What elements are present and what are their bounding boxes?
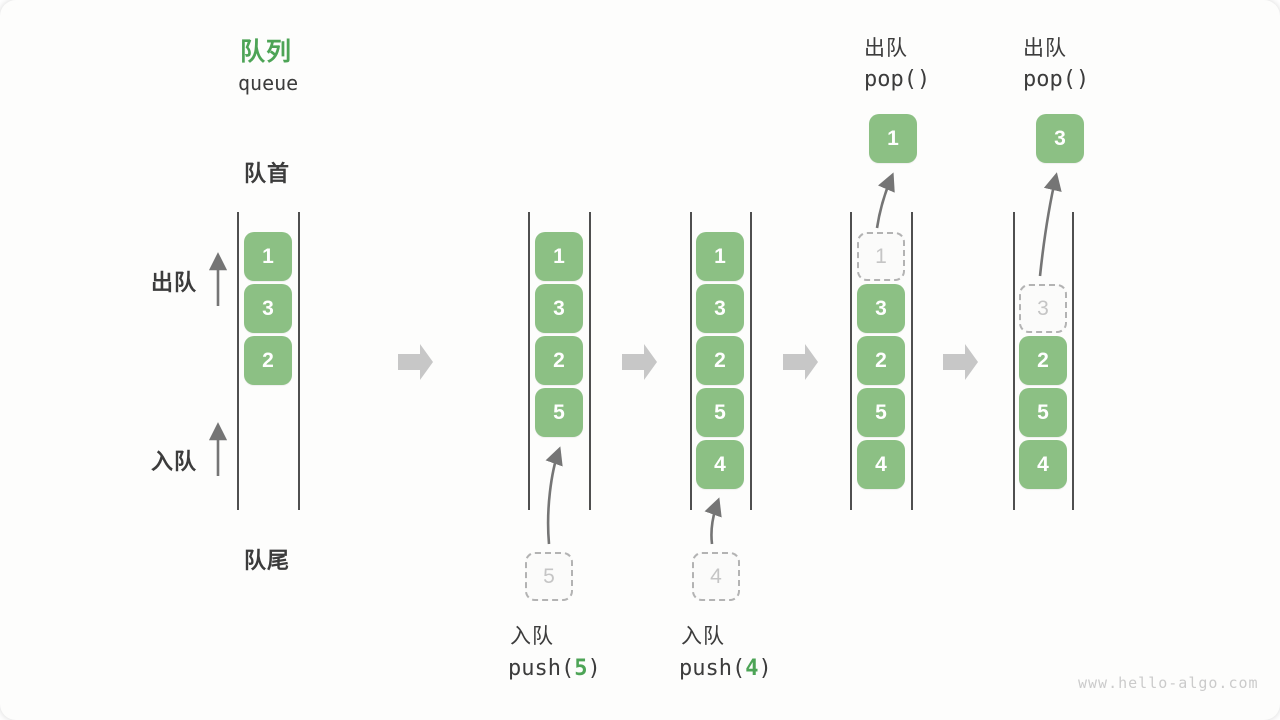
queue-cell: 3 <box>857 284 905 333</box>
queue-cell: 4 <box>1019 440 1067 489</box>
queue-wall-line <box>528 212 530 510</box>
enqueue-op-label: 入队 <box>510 625 554 648</box>
queue-cell-ghost: 3 <box>1019 284 1067 333</box>
queue-cell: 2 <box>535 336 583 385</box>
code-text: ) <box>758 656 772 681</box>
queue-wall-line <box>237 212 239 510</box>
code-text: push( <box>679 656 746 681</box>
queue-wall-line <box>850 212 852 510</box>
pop1-code-label: pop() <box>864 67 931 92</box>
queue-cell: 5 <box>696 388 744 437</box>
code-arg: 5 <box>574 656 588 681</box>
queue-wall-line <box>1072 212 1074 510</box>
queue-cell: 4 <box>857 440 905 489</box>
incoming-cell: 4 <box>692 552 740 601</box>
push4-code-label: push(4) <box>679 656 772 681</box>
dequeue-op-label: 出队 <box>864 37 908 60</box>
queue-cell: 2 <box>857 336 905 385</box>
queue-rear-label: 队尾 <box>244 548 291 573</box>
page-title: 队列 <box>240 38 293 66</box>
push5-arrow-icon <box>545 446 563 545</box>
queue-cell: 3 <box>696 284 744 333</box>
queue-wall-line <box>750 212 752 510</box>
enqueue-op-label: 入队 <box>681 625 725 648</box>
dequeue-side-label: 出队 <box>151 270 198 295</box>
page-subtitle: queue <box>238 71 299 95</box>
queue-wall-line <box>589 212 591 510</box>
queue-cell: 5 <box>857 388 905 437</box>
pop2-code-label: pop() <box>1023 67 1090 92</box>
dequeue-op-label: 出队 <box>1023 37 1067 60</box>
pop2-arrow-icon <box>1038 172 1062 277</box>
queue-cell: 3 <box>535 284 583 333</box>
code-text: ) <box>587 656 601 681</box>
queue-wall-line <box>911 212 913 510</box>
code-text: push( <box>508 656 575 681</box>
popped-cell: 1 <box>869 114 917 163</box>
queue-cell-ghost: 1 <box>857 232 905 281</box>
queue-cell: 1 <box>696 232 744 281</box>
queue-cell: 1 <box>244 232 292 281</box>
push4-arrow-icon <box>704 497 722 545</box>
queue-cell: 4 <box>696 440 744 489</box>
queue-cell: 5 <box>535 388 583 437</box>
push5-code-label: push(5) <box>508 656 601 681</box>
next-state-arrow-icon <box>783 344 818 380</box>
queue-cell: 3 <box>244 284 292 333</box>
popped-cell: 3 <box>1036 114 1084 163</box>
watermark: www.hello-algo.com <box>1078 674 1259 692</box>
enqueue-side-label: 入队 <box>151 449 198 474</box>
queue-wall-line <box>298 212 300 510</box>
queue-front-label: 队首 <box>244 161 291 186</box>
next-state-arrow-icon <box>943 344 978 380</box>
queue-cell: 1 <box>535 232 583 281</box>
next-state-arrow-icon <box>622 344 657 380</box>
queue-cell: 5 <box>1019 388 1067 437</box>
queue-wall-line <box>690 212 692 510</box>
pop1-arrow-icon <box>875 172 895 229</box>
next-state-arrow-icon <box>398 344 433 380</box>
queue-cell: 2 <box>244 336 292 385</box>
queue-cell: 2 <box>696 336 744 385</box>
incoming-cell: 5 <box>525 552 573 601</box>
queue-wall-line <box>1013 212 1015 510</box>
queue-cell: 2 <box>1019 336 1067 385</box>
code-arg: 4 <box>745 656 759 681</box>
